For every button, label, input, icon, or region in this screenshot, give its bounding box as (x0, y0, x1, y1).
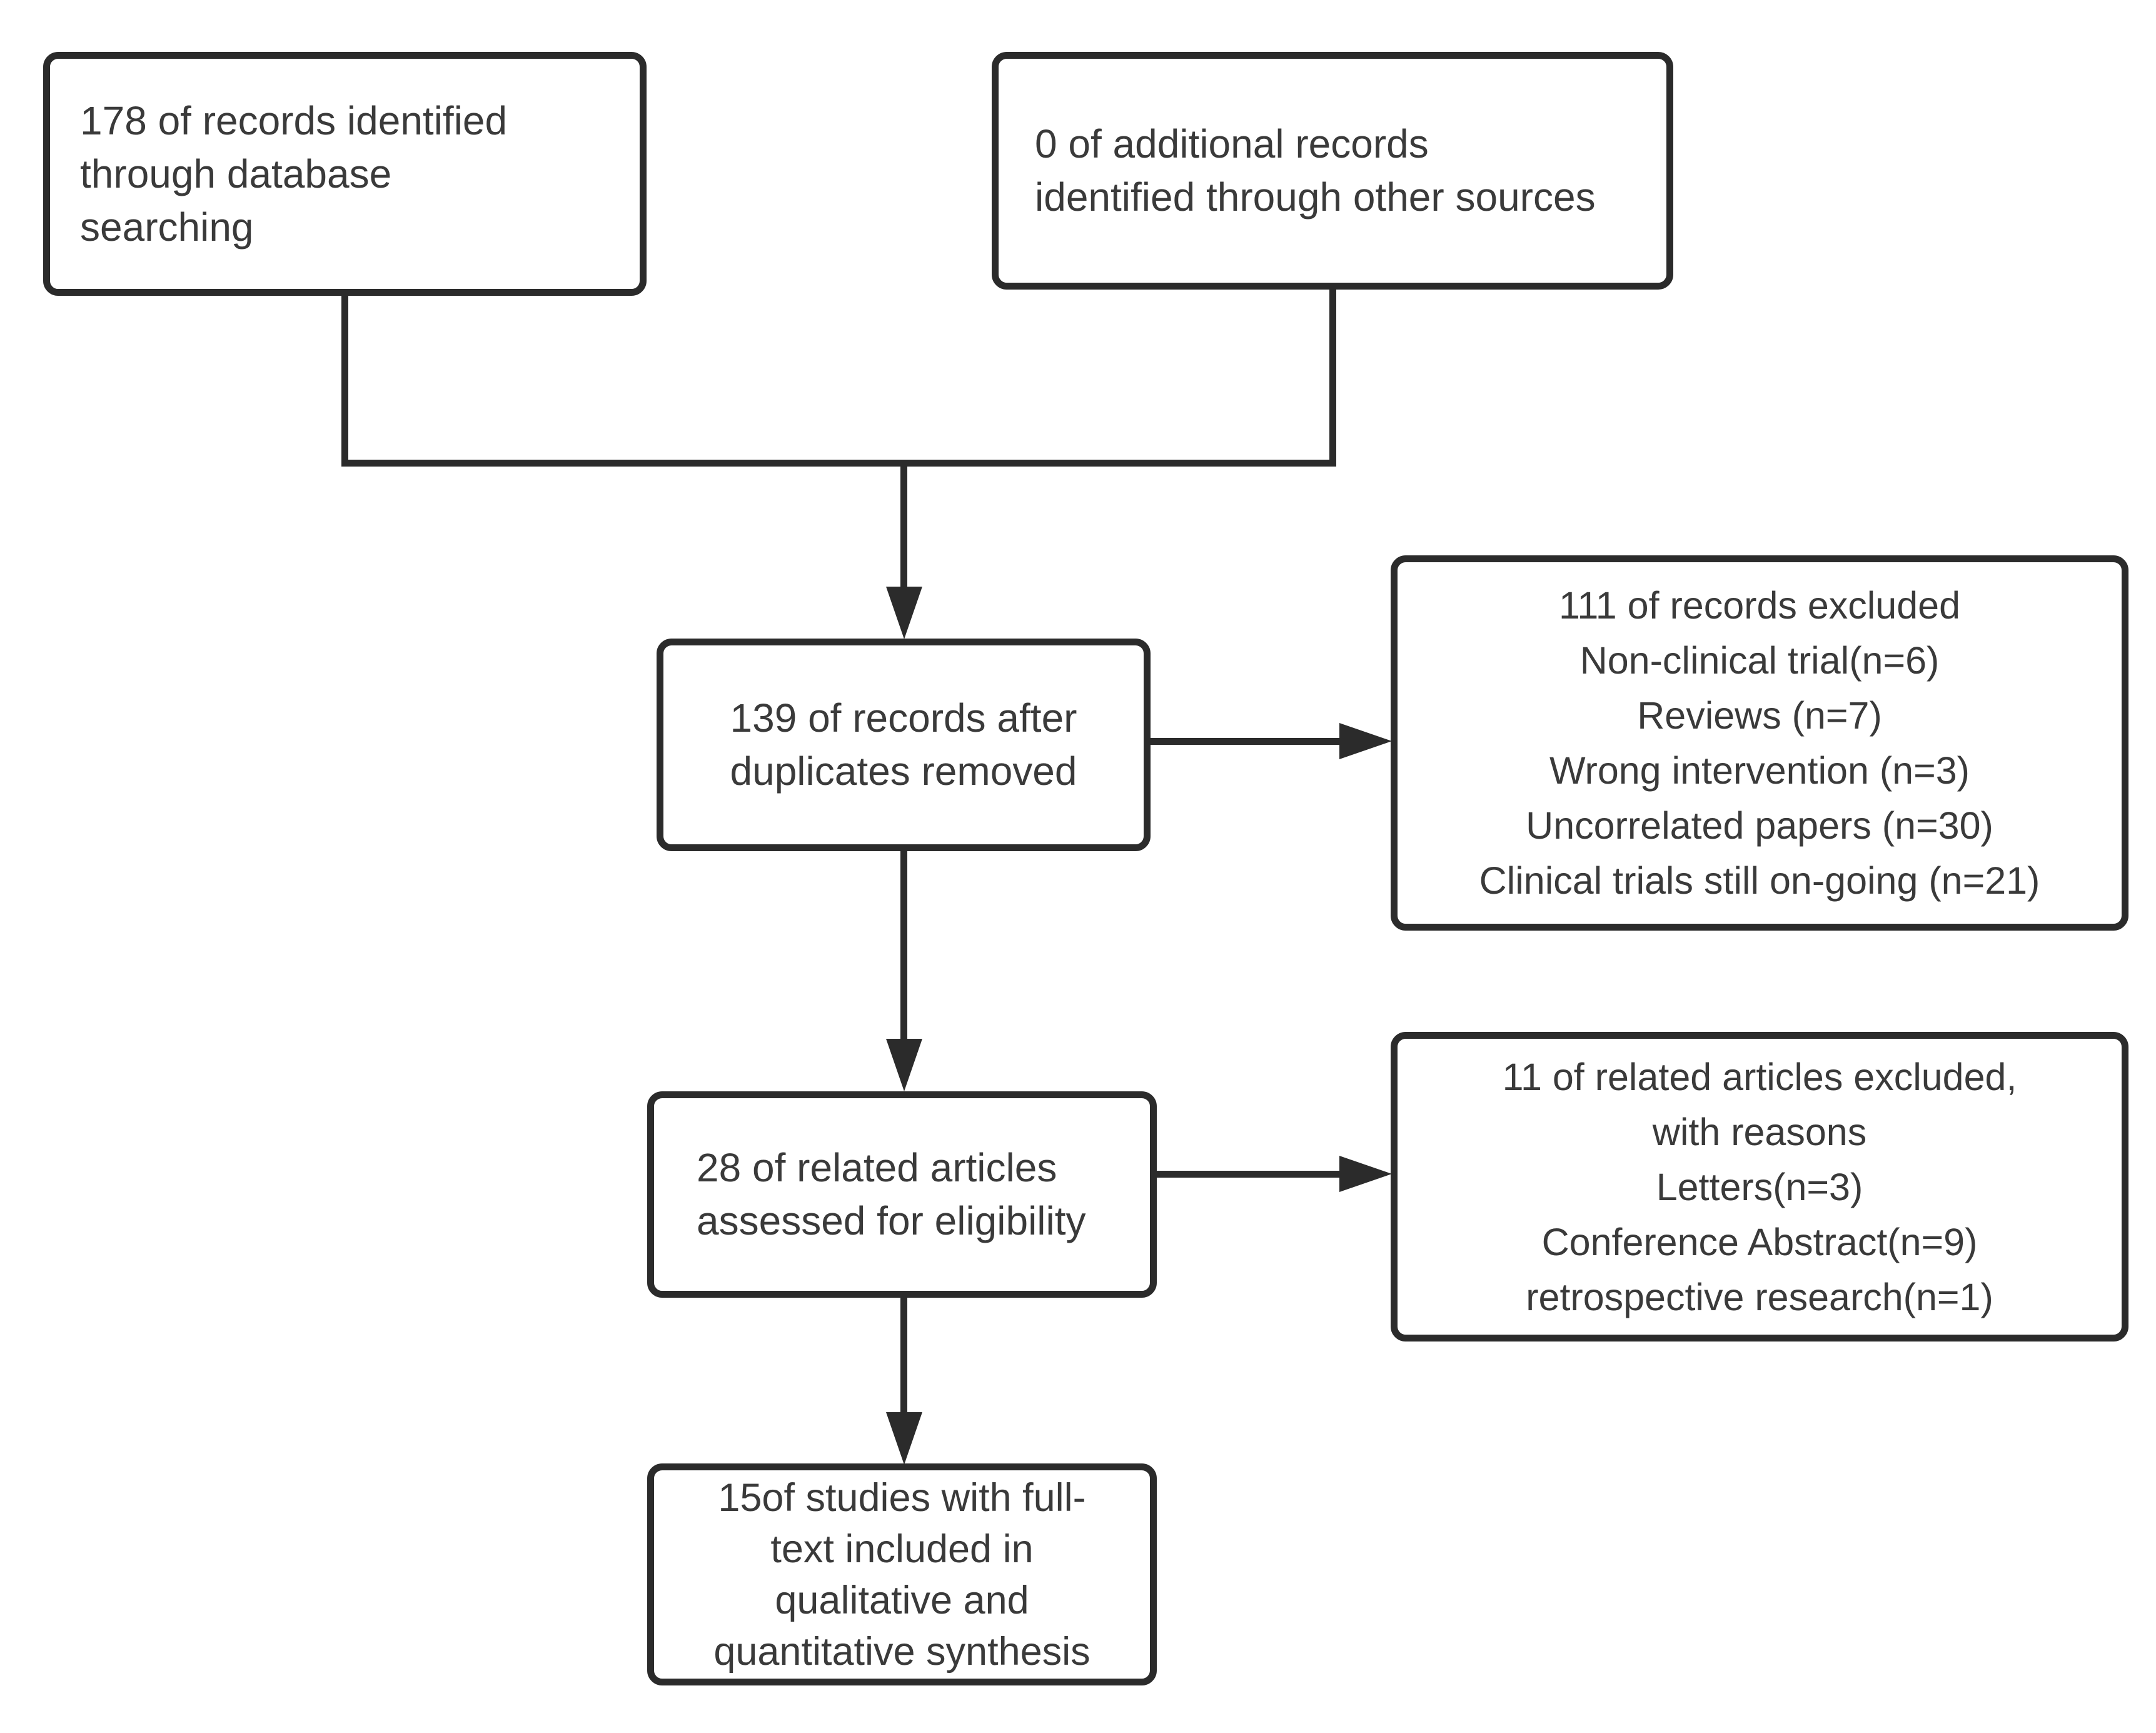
arrowhead-into-records-excluded (1339, 723, 1392, 759)
connector-merge-down (900, 460, 907, 587)
connector-to-assessed (900, 851, 907, 1040)
arrowhead-into-articles-excluded (1339, 1156, 1392, 1192)
connector-database-down (341, 294, 348, 467)
connector-other-sources-down (1329, 286, 1336, 467)
box-studies-included-synthesis: 15of studies with full- text included in… (647, 1463, 1157, 1685)
box-records-excluded: 111 of records excluded Non-clinical tri… (1391, 555, 2128, 931)
connector-to-articles-excluded (1157, 1171, 1339, 1178)
connector-to-included (900, 1298, 907, 1413)
arrowhead-into-included (886, 1412, 922, 1465)
box-records-after-duplicates: 139 of records after duplicates removed (657, 639, 1151, 851)
box-records-identified-other-sources: 0 of additional records identified throu… (992, 52, 1673, 290)
arrowhead-into-after-duplicates (886, 587, 922, 639)
box-records-identified-database: 178 of records identified through databa… (43, 52, 647, 296)
box-articles-excluded-with-reasons: 11 of related articles excluded, with re… (1391, 1032, 2128, 1341)
box-articles-assessed-eligibility: 28 of related articles assessed for elig… (647, 1091, 1157, 1298)
connector-merge-horizontal (341, 460, 1336, 467)
connector-to-records-excluded (1151, 738, 1339, 745)
arrowhead-into-assessed (886, 1039, 922, 1091)
